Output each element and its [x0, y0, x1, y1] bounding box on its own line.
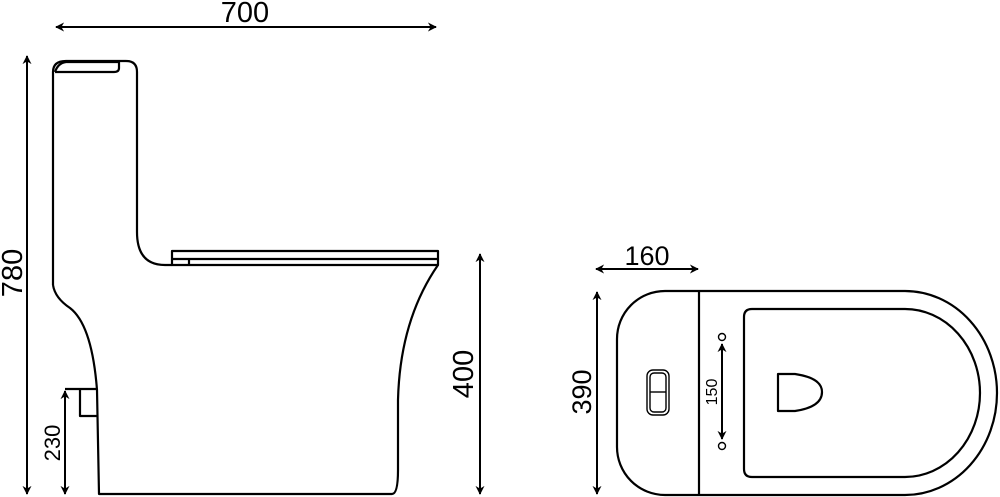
dimension-label: 390: [567, 369, 597, 414]
dimension-seat-400: 400: [448, 253, 485, 495]
dimension-label: 230: [40, 425, 65, 462]
dimension-width-700: 700: [55, 0, 437, 32]
dimension-label: 780: [0, 249, 29, 297]
outlet-pipe: [65, 387, 98, 418]
dimension-width-390: 390: [567, 291, 602, 495]
dimension-label: 400: [448, 350, 480, 398]
bowl-back-outline: [51, 264, 439, 496]
top-view: 160 390 150: [567, 241, 999, 497]
dimension-label: 160: [624, 241, 669, 271]
side-view: 700 780 230 400: [0, 0, 485, 496]
flush-button[interactable]: [646, 369, 670, 416]
seat-outline: [742, 307, 982, 479]
tank-outline: [51, 59, 172, 285]
dimension-tank-160: 160: [595, 241, 699, 274]
bowl-outlet: [776, 372, 824, 413]
dimension-height-780: 780: [0, 55, 32, 495]
bolt-hole-top: [717, 332, 727, 342]
top-outline: [615, 289, 999, 497]
dimension-label: 150: [704, 379, 721, 406]
dimension-bolt-150: 150: [704, 343, 727, 440]
seat-ring: [170, 259, 440, 267]
seat-lid: [170, 249, 440, 261]
dimension-label: 700: [221, 0, 269, 29]
flush-button-outer: [646, 369, 670, 416]
tank-lid: [53, 60, 121, 74]
dimension-outlet-230: 230: [40, 390, 70, 495]
bolt-hole-bottom: [717, 441, 727, 451]
